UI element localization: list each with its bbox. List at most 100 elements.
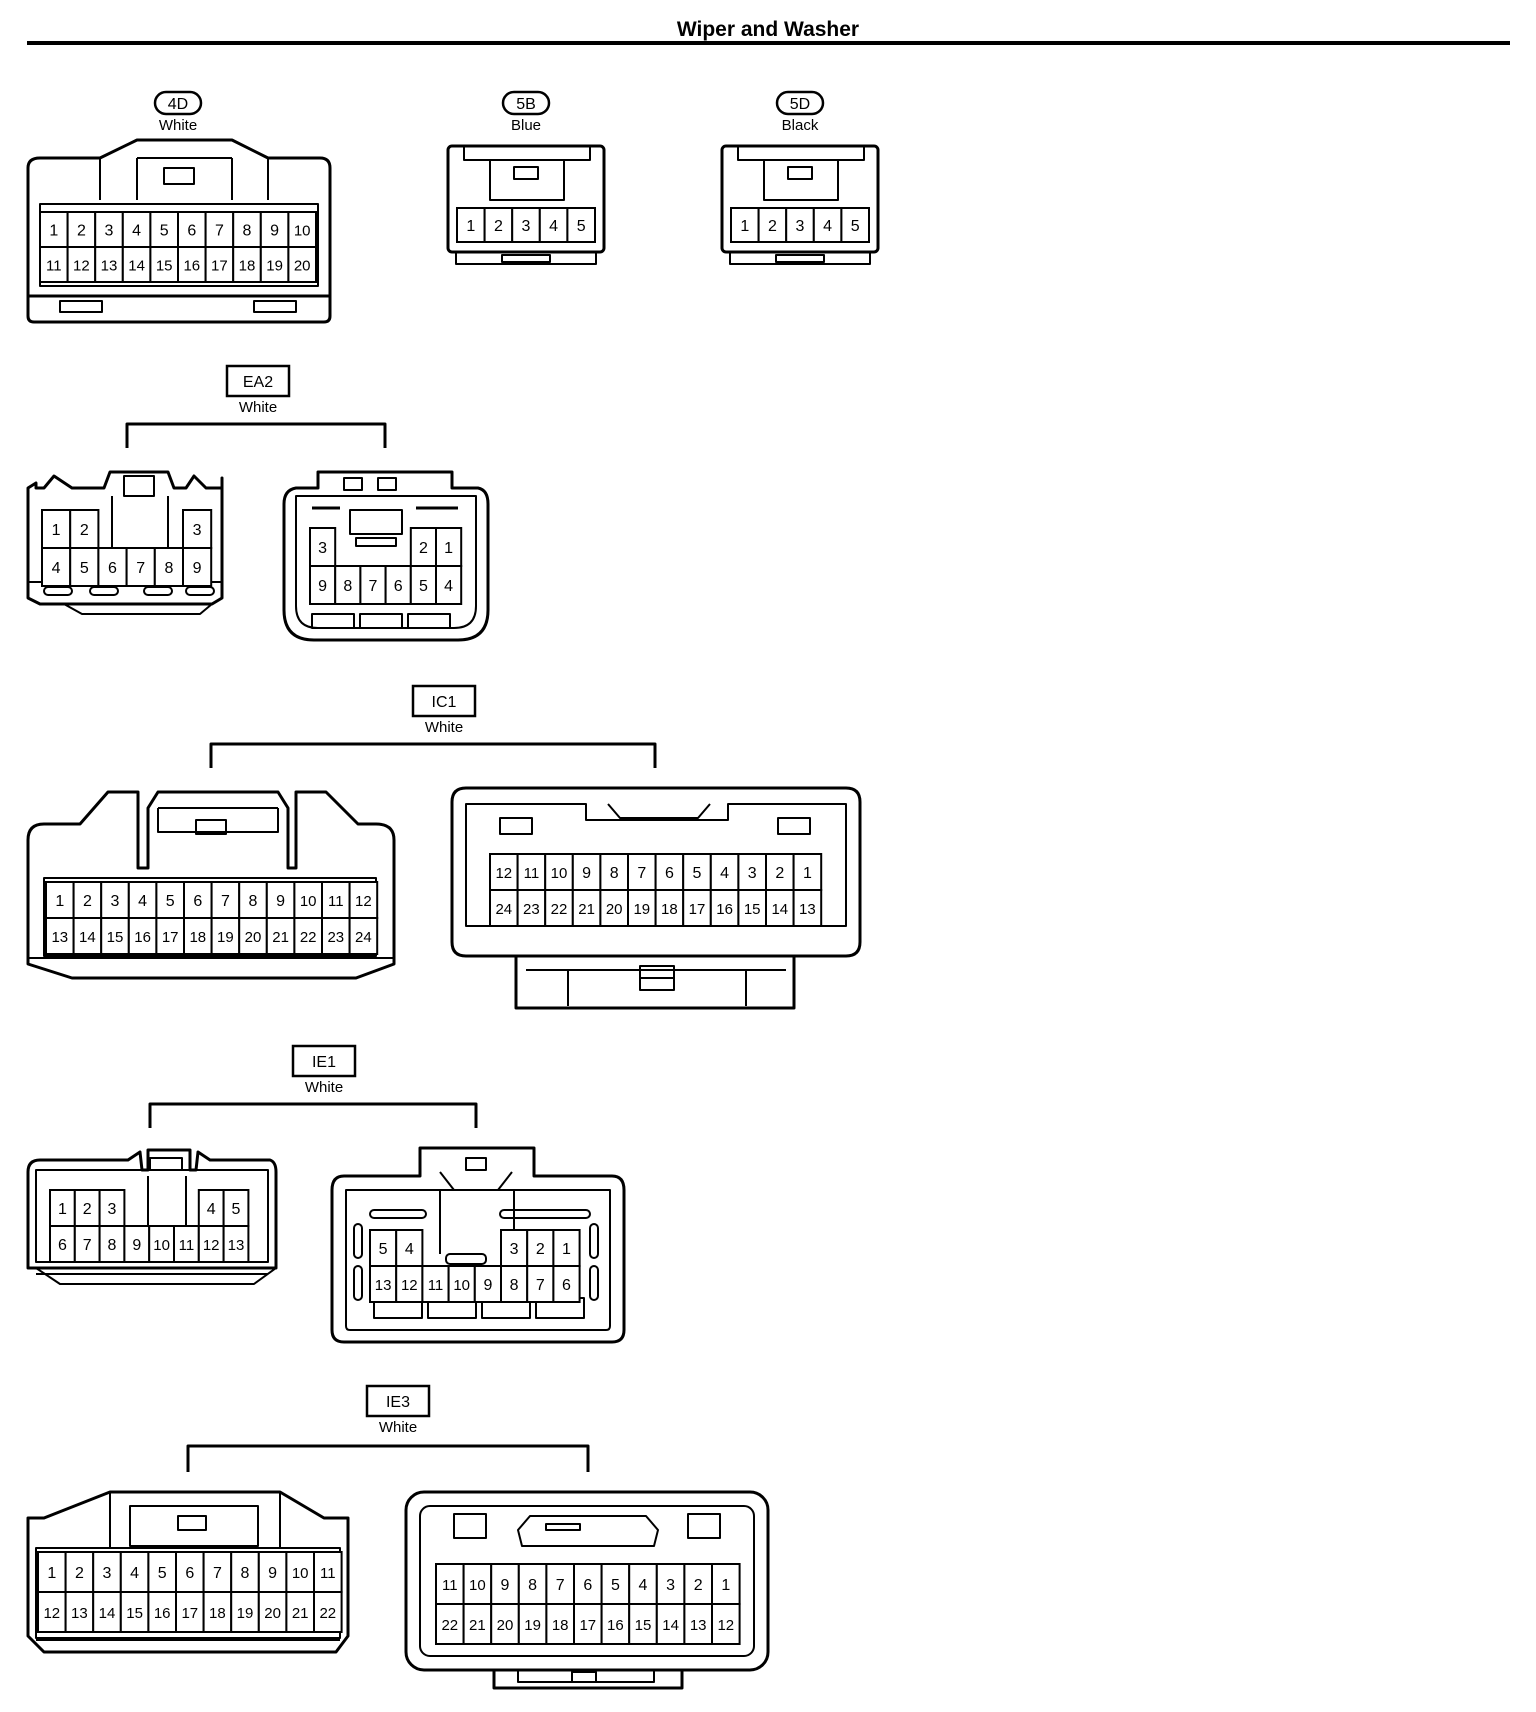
pin-number: 3	[796, 218, 805, 235]
pin-number: 12	[717, 1617, 734, 1634]
pin-number: 3	[510, 1241, 519, 1258]
pin-number: 1	[740, 218, 749, 235]
pin-cell	[348, 917, 379, 955]
pin-cell	[730, 207, 760, 243]
pin-number: 6	[108, 560, 117, 577]
connector-4d-housing	[26, 138, 332, 324]
pin-cell	[175, 1551, 205, 1593]
pin-number: 18	[661, 901, 678, 918]
pin-cell	[545, 1603, 576, 1645]
pin-number: 8	[164, 560, 173, 577]
pin-cell	[69, 547, 100, 587]
pin-cell	[123, 1225, 151, 1263]
pin-number: 23	[523, 901, 540, 918]
pin-number: 1	[466, 218, 475, 235]
pin-number: 11	[320, 1565, 336, 1582]
pin-number: 22	[441, 1617, 458, 1634]
pin-cell	[238, 881, 268, 919]
pin-number: 17	[579, 1617, 596, 1634]
pin-number: 8	[243, 223, 252, 240]
pin-number: 13	[101, 258, 118, 275]
connector-5b-id: 5B	[516, 96, 536, 113]
pin-number: 7	[556, 1577, 565, 1594]
pin-number: 9	[501, 1577, 510, 1594]
pin-cell	[538, 207, 569, 243]
pin-number: 7	[221, 893, 230, 910]
pin-number: 2	[419, 540, 428, 557]
pin-number: 21	[578, 901, 595, 918]
pin-number: 20	[294, 258, 311, 275]
pin-number: 4	[132, 223, 141, 240]
pin-number: 16	[183, 258, 200, 275]
pin-cell	[511, 207, 541, 243]
pin-number: 13	[228, 1237, 245, 1254]
pin-number: 5	[611, 1577, 620, 1594]
pin-number: 12	[401, 1277, 418, 1294]
pin-cell	[654, 889, 685, 927]
pin-number: 4	[52, 560, 61, 577]
pin-cell	[552, 1229, 581, 1267]
pin-number: 11	[46, 258, 62, 275]
pin-number: 9	[483, 1277, 492, 1294]
pin-number: 16	[154, 1605, 171, 1622]
pin-number: 21	[469, 1617, 486, 1634]
pin-cell	[757, 207, 788, 243]
pin-number: 2	[83, 1201, 92, 1218]
pin-number: 10	[294, 223, 311, 240]
pin-number: 12	[203, 1237, 220, 1254]
connector-4d-id: 4D	[168, 96, 188, 113]
pin-number: 24	[495, 901, 512, 918]
pin-number: 16	[716, 901, 733, 918]
pin-cell	[517, 1603, 548, 1645]
pin-number: 8	[610, 865, 619, 882]
pin-number: 11	[179, 1237, 195, 1254]
pin-cell	[627, 889, 657, 927]
connector-ie3-right-housing	[404, 1490, 770, 1690]
pin-number: 17	[211, 258, 228, 275]
pin-number: 7	[215, 223, 224, 240]
pin-cell	[125, 547, 156, 587]
pin-number: 22	[319, 1605, 336, 1622]
pin-number: 5	[232, 1201, 241, 1218]
ic1-bracket	[209, 742, 657, 768]
pin-number: 17	[689, 901, 706, 918]
pin-number: 14	[99, 1605, 116, 1622]
pin-number: 20	[606, 901, 623, 918]
pin-cell	[489, 853, 519, 891]
pin-number: 19	[237, 1605, 254, 1622]
pin-cell	[765, 889, 795, 927]
pin-number: 18	[209, 1605, 226, 1622]
pin-cell	[840, 207, 871, 243]
pin-number: 1	[47, 1565, 56, 1582]
pin-number: 21	[272, 929, 289, 946]
pin-number: 6	[583, 1577, 592, 1594]
pin-cell	[100, 917, 130, 955]
pin-number: 4	[823, 218, 832, 235]
pin-number: 10	[292, 1565, 309, 1582]
connector-5b-color: Blue	[511, 117, 541, 134]
pin-number: 3	[193, 522, 202, 539]
pin-number: 7	[536, 1277, 545, 1294]
pin-number: 15	[107, 929, 124, 946]
pin-number: 1	[52, 522, 61, 539]
pin-number: 5	[419, 578, 428, 595]
pin-cell	[683, 1603, 714, 1645]
pin-cell	[127, 917, 158, 955]
pin-number: 23	[327, 929, 344, 946]
pin-cell	[197, 1225, 225, 1263]
pin-number: 12	[43, 1605, 60, 1622]
connector-5d-color: Black	[782, 117, 819, 134]
pin-cell	[173, 1225, 200, 1263]
pin-number: 7	[637, 865, 646, 882]
pin-number: 7	[136, 560, 145, 577]
pin-cell	[41, 547, 72, 587]
pin-number: 2	[75, 1565, 84, 1582]
pin-number: 10	[453, 1277, 470, 1294]
pin-number: 5	[851, 218, 860, 235]
pin-number: 5	[166, 893, 175, 910]
pin-number: 9	[270, 223, 279, 240]
